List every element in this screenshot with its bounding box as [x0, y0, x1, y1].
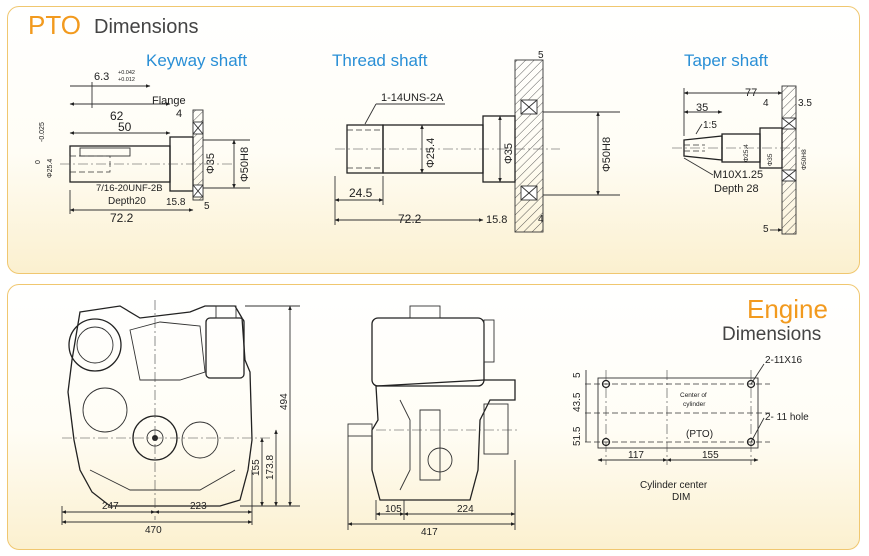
taper-flange-wall [781, 85, 797, 235]
side-width-105: 105 [385, 504, 402, 515]
taper-ratio: 1:5 [703, 120, 717, 131]
taper-depth: Depth 28 [714, 183, 759, 195]
engine-front-outline [67, 305, 253, 507]
mount-dim-43-5: 43.5 [572, 392, 583, 412]
thread-shaft-title: Thread shaft [332, 51, 428, 70]
mount-holes-top: 2-11X16 [765, 355, 803, 366]
keyway-dim-4: 4 [176, 108, 182, 120]
pto-title-accent: PTO [28, 10, 81, 40]
thread-shaft-drawing: Thread shaft 1-14UNS-2A 5 Φ25.4 Φ35 Φ50H… [332, 50, 620, 233]
thread-flange-wall [514, 59, 544, 233]
keyway-shaft-drawing: Keyway shaft 6.3 +0.042 +0.012 62 Flange… [35, 51, 251, 225]
front-height-494: 494 [279, 393, 290, 410]
mount-dim-155: 155 [702, 450, 719, 461]
taper-dia-c: Φ50H8 [801, 149, 808, 170]
taper-shaft-title: Taper shaft [684, 51, 768, 70]
keyway-dim-6-3: 6.3 [94, 71, 109, 83]
engine-front-view: 494 155 173.8 247 223 470 [61, 300, 300, 536]
mount-pto-label: (PTO) [686, 429, 713, 440]
mounting-plan: 2-11X16 2- 11 hole Center of cylinder (P… [572, 355, 809, 503]
keyway-dim-5: 5 [204, 201, 210, 212]
thread-dia-35: Φ35 [503, 143, 515, 164]
keyway-dia-tol2: -0.025 [39, 122, 46, 142]
keyway-tol-lower: +0.012 [118, 77, 135, 83]
mount-dim-117: 117 [628, 450, 644, 461]
front-width-247: 247 [102, 501, 119, 512]
side-width-224: 224 [457, 504, 474, 515]
front-width-470: 470 [145, 525, 162, 536]
mount-hole-tr [746, 379, 756, 389]
taper-dim-77: 77 [745, 87, 757, 99]
pto-dimensions-panel [7, 6, 860, 274]
mount-caption-2: DIM [672, 492, 690, 503]
thread-spec: 1-14UNS-2A [381, 92, 444, 104]
mount-caption-1: Cylinder center [640, 480, 708, 491]
taper-dim-3-5: 3.5 [798, 98, 812, 109]
keyway-dim-72-2: 72.2 [110, 211, 134, 225]
thread-dim-72-2: 72.2 [398, 212, 422, 226]
air-cleaner [68, 318, 122, 372]
keyway-dia-25-4: Φ25.4 [47, 159, 54, 178]
taper-dim-4: 4 [763, 98, 769, 109]
keyway-thread: 7/16-20UNF-2B [96, 183, 163, 194]
keyway-dim-50: 50 [118, 120, 132, 134]
thread-dim-5-top: 5 [538, 50, 544, 61]
keyway-shaft-title: Keyway shaft [146, 51, 247, 70]
engine-title-accent: Engine [747, 294, 828, 324]
keyway-flange-wall [192, 109, 204, 201]
keyway-dim-15-8: 15.8 [166, 197, 186, 208]
taper-dia-a: Φ25.4 [743, 144, 750, 162]
mount-hole-bl [601, 437, 611, 447]
keyway-tol-upper: +0.042 [118, 70, 135, 76]
front-height-173-8: 173.8 [265, 455, 276, 480]
engine-title-rest: Dimensions [722, 324, 821, 345]
keyway-depth: Depth20 [108, 196, 146, 207]
side-pto-shaft [347, 423, 373, 437]
mount-hole-tl [601, 379, 611, 389]
mount-hole-br [746, 437, 756, 447]
side-body [371, 379, 516, 501]
mount-center-label-2: cylinder [683, 401, 706, 408]
mount-center-label-1: Center of [680, 392, 707, 399]
keyway-slot [79, 147, 131, 157]
keyway-dia-50h8: Φ50H8 [239, 147, 251, 182]
taper-shaft-drawing: Taper shaft 77 35 4 3.5 1:5 Φ25.4 Φ35 Φ5… [672, 51, 812, 235]
keyway-flange-label: Flange [152, 95, 186, 107]
pto-title-rest: Dimensions [94, 16, 198, 38]
side-width-417: 417 [421, 527, 438, 538]
taper-dim-35: 35 [696, 102, 708, 114]
thread-dia-25-4: Φ25.4 [425, 138, 437, 168]
thread-dim-24-5: 24.5 [349, 186, 373, 200]
fuel-tank [205, 317, 245, 379]
mount-dim-5: 5 [572, 372, 583, 378]
thread-dim-15-8: 15.8 [486, 214, 507, 226]
mount-dim-51-5: 51.5 [572, 426, 583, 446]
thread-dim-4: 4 [538, 214, 544, 225]
engine-side-view: 105 224 417 [347, 305, 520, 538]
keyway-dim-62: 62 [110, 109, 124, 123]
thread-dia-50h8: Φ50H8 [601, 137, 613, 172]
front-height-155: 155 [251, 459, 262, 476]
keyway-dia-35: Φ35 [205, 153, 217, 174]
mount-holes-bottom: 2- 11 hole [765, 412, 809, 423]
front-width-223: 223 [190, 501, 207, 512]
taper-dim-5: 5 [763, 224, 769, 235]
taper-thread: M10X1.25 [713, 169, 763, 181]
keyway-dia-tol: 0 [35, 160, 42, 164]
taper-dia-b: Φ35 [767, 153, 774, 166]
side-fuel-tank [371, 317, 485, 387]
